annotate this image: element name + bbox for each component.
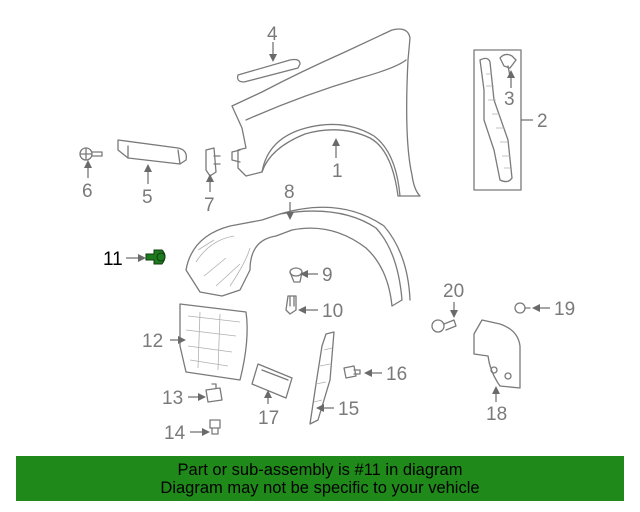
part-clip-19 xyxy=(514,302,531,314)
callout-15: 15 xyxy=(338,399,359,420)
part-clip-7 xyxy=(205,147,221,177)
callout-7: 7 xyxy=(204,195,215,216)
banner-line-1: Part or sub-assembly is #11 in diagram xyxy=(177,460,463,479)
part-bolt-20 xyxy=(431,319,457,333)
callout-18: 18 xyxy=(486,404,507,425)
callout-5: 5 xyxy=(142,187,153,208)
part-clip-9 xyxy=(289,267,303,283)
callout-10: 10 xyxy=(322,301,343,322)
part-bolt-6 xyxy=(79,147,103,161)
callout-16: 16 xyxy=(386,364,407,385)
part-seal-bracket xyxy=(473,49,533,191)
part-bracket-5 xyxy=(117,139,187,165)
callout-17: 17 xyxy=(258,408,279,429)
part-bolt-14 xyxy=(209,419,221,435)
callout-4: 4 xyxy=(267,24,278,45)
callout-labels: 1 2 3 4 5 6 7 8 9 10 11 12 13 14 15 16 1… xyxy=(82,24,575,444)
part-bolt-10 xyxy=(285,295,297,315)
callout-8: 8 xyxy=(284,182,295,203)
part-bolt-16 xyxy=(343,365,361,379)
part-splash-shield xyxy=(179,303,248,381)
callout-12: 12 xyxy=(142,331,163,352)
part-seal-strip xyxy=(309,331,335,425)
callout-1: 1 xyxy=(332,161,343,182)
callout-14: 14 xyxy=(164,423,186,444)
leader-lines xyxy=(84,42,550,436)
callout-20: 20 xyxy=(443,281,464,302)
callout-13: 13 xyxy=(162,388,183,409)
part-trim-strip xyxy=(236,58,301,83)
callout-19: 19 xyxy=(554,299,575,320)
info-banner: Part or sub-assembly is #11 in diagram D… xyxy=(16,456,624,501)
part-clip-13 xyxy=(205,383,223,403)
part-pad-17 xyxy=(251,363,293,399)
callout-6: 6 xyxy=(82,181,93,202)
parts-diagram: 1 2 3 4 5 6 7 8 9 10 11 12 13 14 15 16 1… xyxy=(79,24,575,444)
callout-11: 11 xyxy=(103,249,123,270)
banner-line-2: Diagram may not be specific to your vehi… xyxy=(160,478,480,497)
part-fender xyxy=(231,28,421,197)
part-screw-11-highlighted xyxy=(145,249,166,265)
part-clip-3 xyxy=(499,53,517,77)
callout-2: 2 xyxy=(537,111,548,132)
callout-9: 9 xyxy=(322,265,333,286)
callout-3: 3 xyxy=(504,89,515,110)
part-mud-flap xyxy=(473,319,521,389)
part-fender-liner xyxy=(185,206,411,307)
